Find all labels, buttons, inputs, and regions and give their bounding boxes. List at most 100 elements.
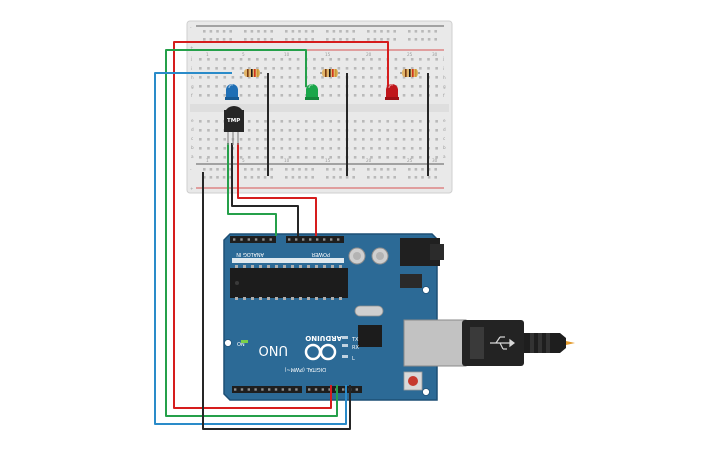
breadboard-hole: [419, 156, 422, 159]
rail-hole: [393, 38, 396, 41]
breadboard-hole: [199, 138, 202, 141]
breadboard-hole: [247, 67, 251, 70]
rail-hole: [408, 176, 411, 179]
breadboard-hole: [435, 147, 438, 150]
chip-pin: [323, 265, 326, 268]
rail-hole: [263, 168, 267, 171]
rail-hole: [257, 30, 260, 33]
column-number-5: 5: [242, 52, 245, 57]
breadboard-hole: [272, 76, 275, 79]
rail-hole: [270, 30, 273, 33]
chip-pin: [243, 297, 246, 300]
row-letters-bottom: e d c b a: [191, 118, 194, 159]
rail-hole: [216, 38, 219, 41]
rail-hole: [352, 176, 355, 179]
breadboard-hole: [215, 147, 218, 150]
breadboard-hole: [207, 94, 210, 97]
breadboard-hole: [296, 147, 300, 150]
rail-hole: [421, 38, 424, 41]
chip-pin: [251, 297, 254, 300]
rail-hole: [393, 168, 396, 171]
breadboard-hole: [288, 129, 292, 132]
column-number-5-bottom: 5: [242, 158, 245, 163]
breadboard-hole: [321, 94, 324, 97]
rail-hole: [304, 176, 308, 179]
rail-hole: [386, 176, 390, 179]
row-letter-f: f: [191, 93, 193, 98]
chip-pin: [315, 265, 318, 268]
chip-pin: [299, 297, 302, 300]
header-pin: [302, 238, 305, 241]
breadboard-hole: [435, 129, 438, 132]
breadboard-hole: [394, 129, 398, 132]
row-letter-g: g: [191, 84, 194, 89]
chip-pin: [291, 265, 294, 268]
wire-black-gnd-to-rail: [202, 172, 351, 430]
chip-pin: [275, 297, 278, 300]
breadboard-hole: [207, 85, 210, 88]
breadboard-hole: [264, 58, 267, 61]
breadboard-hole: [419, 85, 422, 88]
rail-hole: [339, 168, 342, 171]
rail-hole: [203, 38, 206, 41]
breadboard-hole: [337, 147, 341, 150]
breadboard-hole: [247, 138, 251, 141]
rail-hole: [373, 30, 377, 33]
breadboard-hole: [402, 138, 406, 141]
breadboard-hole: [264, 94, 267, 97]
breadboard-hole: [280, 94, 284, 97]
breadboard-hole: [288, 94, 292, 97]
row-letter-d: d: [191, 127, 194, 132]
header-pin: [254, 238, 258, 241]
breadboard-hole: [231, 67, 235, 70]
rail-hole: [298, 30, 301, 33]
chip-pin: [267, 265, 270, 268]
breadboard-hole: [329, 58, 332, 61]
rail-hole: [326, 168, 329, 171]
resistor: [400, 69, 420, 77]
rail-hole: [427, 38, 431, 41]
rail-hole: [257, 168, 260, 171]
breadboard-hole: [256, 147, 259, 150]
breadboard-hole: [394, 120, 398, 123]
breadboard-hole: [313, 67, 316, 70]
breadboard-hole: [427, 67, 430, 70]
breadboard-hole: [215, 120, 218, 123]
rail-hole: [270, 176, 273, 179]
breadboard-hole: [313, 138, 316, 141]
breadboard-hole: [353, 129, 357, 132]
breadboard-hole: [337, 76, 341, 79]
chip-pin: [299, 265, 302, 268]
rail-hole: [291, 168, 295, 171]
rail-hole: [367, 168, 370, 171]
reset-button[interactable]: [408, 376, 418, 386]
breadboard-hole: [313, 147, 316, 150]
breadboard-hole: [199, 85, 202, 88]
breadboard-hole: [264, 85, 267, 88]
breadboard-hole: [199, 147, 202, 150]
breadboard-hole: [410, 120, 414, 123]
breadboard-hole: [402, 129, 406, 132]
breadboard-hole: [345, 58, 349, 61]
header-pin: [288, 238, 291, 241]
breadboard-hole: [362, 156, 365, 159]
rail-hole: [332, 38, 336, 41]
column-number-15: 15: [325, 52, 331, 57]
breadboard-hole: [353, 147, 357, 150]
breadboard-hole: [296, 58, 300, 61]
rail-hole: [326, 176, 329, 179]
breadboard-hole: [329, 85, 332, 88]
breadboard-hole: [386, 129, 390, 132]
rail-hole: [373, 38, 377, 41]
arduino-logo-icon: [304, 343, 337, 361]
breadboard-hole: [370, 85, 373, 88]
breadboard-hole: [410, 94, 414, 97]
breadboard-hole: [329, 76, 332, 79]
resistor: [242, 69, 262, 77]
capacitor-top: [376, 252, 384, 260]
rail-hole: [285, 30, 288, 33]
breadboard-hole: [321, 120, 324, 123]
rail-hole: [250, 168, 254, 171]
breadboard-hole: [329, 67, 332, 70]
rail-hole: [229, 168, 232, 171]
